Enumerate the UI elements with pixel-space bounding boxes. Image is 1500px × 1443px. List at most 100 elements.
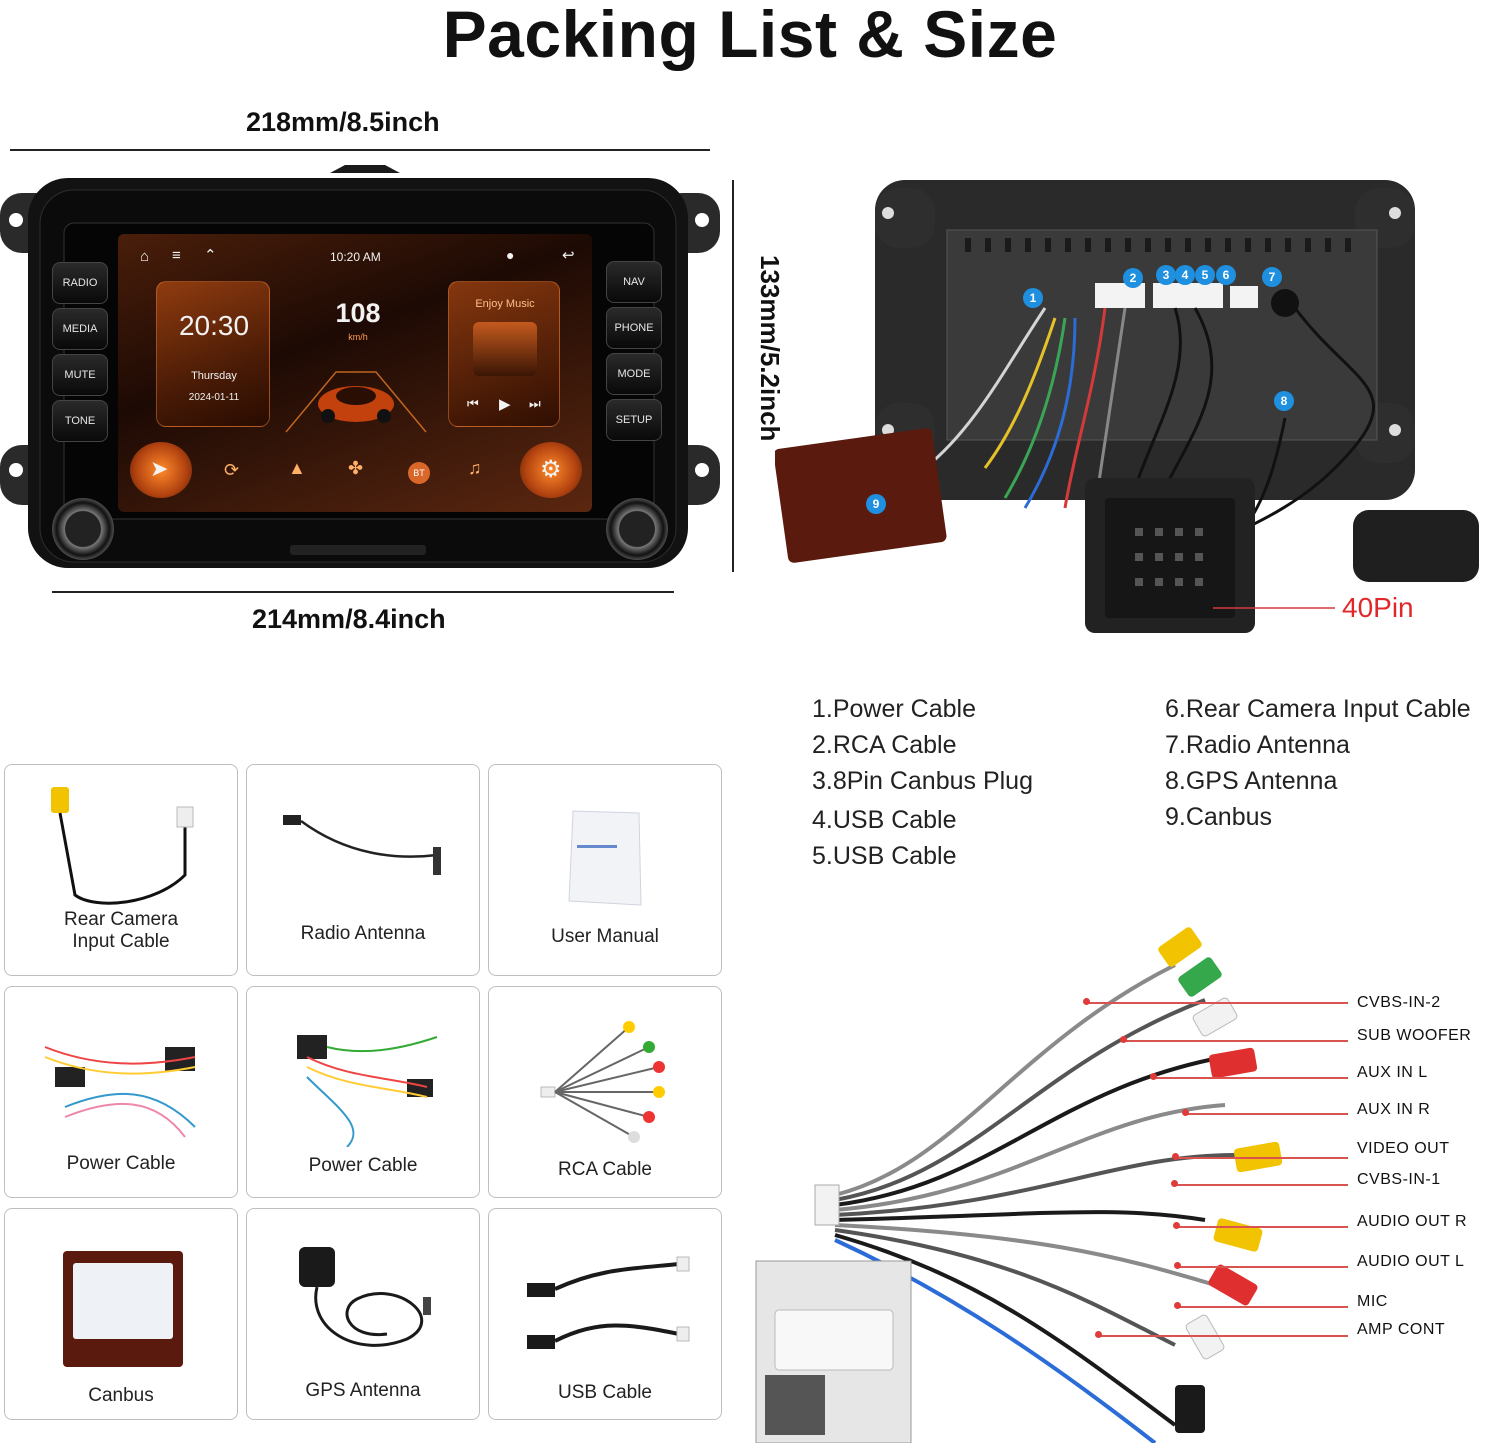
speed-value: 108 [335,298,381,328]
gps-antenna-image [299,1247,431,1347]
connector-40pin-label: 40Pin [1342,592,1414,623]
item-caption: Power Cable [66,1153,176,1174]
head-unit-front: RADIO MEDIA MUTE TONE NAV PHONE MODE SET… [0,165,720,570]
label-dot [1171,1180,1178,1187]
clock-card[interactable]: 20:30 Thursday 2024-01-11 [156,281,270,427]
menu-icon[interactable]: ≡ [172,247,181,264]
volume-knob[interactable] [52,498,114,560]
list-item: 2.RCA Cable [812,731,957,759]
label-line [1177,1306,1348,1308]
height-line [732,180,734,572]
settings-button[interactable]: ⚙ [520,442,582,498]
item-caption: RCA Cable [558,1159,652,1180]
gear-icon: ⚙ [540,456,562,483]
tune-knob[interactable] [606,498,668,560]
list-item: 1.Power Cable [812,695,976,723]
music-title: Enjoy Music [475,298,535,310]
music-card[interactable]: Enjoy Music ⏮ ▶ ⏭ [448,281,560,427]
list-item: 5.USB Cable [812,842,957,870]
location-icon: ● [506,247,515,263]
height-label: 133mm/5.2inch [755,255,785,442]
label-dot [1174,1262,1181,1269]
item-card-canbus: Canbus [4,1208,238,1420]
connector-marker-3: 3 [1156,265,1176,285]
rca-label-audio-out-l: AUDIO OUT L [1357,1253,1465,1270]
tone-button[interactable]: TONE [52,400,108,442]
item-card-rear-camera-cable: Rear Camera Input Cable [4,764,238,976]
item-card-usb-cable: USB Cable [488,1208,722,1420]
label-dot [1083,998,1090,1005]
back-icon[interactable]: ↩ [562,247,575,264]
rca-label-audio-out-r: AUDIO OUT R [1357,1213,1468,1230]
rca-label-cvbs-in-2: CVBS-IN-2 [1357,994,1441,1011]
item-card-power-cable-2: Power Cable [246,986,480,1198]
label-dot [1182,1109,1189,1116]
media-button[interactable]: MEDIA [52,308,108,350]
mute-button[interactable]: MUTE [52,354,108,396]
radio-button[interactable]: RADIO [52,262,108,304]
clock-date: 2024-01-11 [188,392,240,403]
item-caption: Canbus [88,1385,154,1406]
label-dot [1174,1302,1181,1309]
item-caption: USB Cable [558,1382,652,1403]
status-time: 10:20 AM [330,250,381,264]
list-item: 4.USB Cable [812,806,957,834]
head-unit-screen: ⌂ ≡ ⌃ 10:20 AM ● ↩ 20:30 Thursday 2024-0… [118,234,592,512]
navigation-button[interactable]: ➤ [130,442,192,498]
chevron-up-icon[interactable]: ⌃ [204,247,217,264]
list-item: 9.Canbus [1165,803,1273,831]
label-line [1177,1266,1348,1268]
clock-time: 20:30 [178,310,250,341]
connector-marker-5: 5 [1195,265,1215,285]
home-icon[interactable]: ⌂ [140,248,150,265]
label-dot [1173,1222,1180,1229]
label-dot [1095,1331,1102,1338]
bottom-width-line [52,591,674,593]
mode-button[interactable]: MODE [606,353,662,395]
rear-camera-cable-image [51,787,194,905]
label-dot [1120,1036,1127,1043]
rca-label-cvbs-in-1: CVBS-IN-1 [1357,1171,1441,1188]
canbus-image [63,1251,183,1367]
rca-label-mic: MIC [1357,1293,1388,1310]
play-icon[interactable]: ▶ [499,396,511,413]
setup-button[interactable]: SETUP [606,399,662,441]
rca-harness-image [755,927,1283,1443]
head-unit-back: 1 2 3 4 5 6 7 8 9 40Pin [775,168,1500,648]
next-icon[interactable]: ⏭ [529,396,541,411]
label-line [1174,1184,1348,1186]
label-dot [1172,1153,1179,1160]
label-dot [1150,1073,1157,1080]
radio-antenna-image [283,815,441,875]
item-caption: GPS Antenna [305,1380,421,1401]
item-caption: Input Cable [72,931,170,952]
list-item: 7.Radio Antenna [1165,731,1350,759]
label-line [1175,1157,1348,1159]
apps-icon[interactable]: ✤ [348,458,364,478]
car-icon[interactable]: ▲ [288,458,306,478]
bluetooth-button[interactable]: BT [408,462,430,484]
car-graphic [285,371,427,433]
connector-marker-1: 1 [1023,288,1043,308]
item-card-rca-cable: RCA Cable [488,986,722,1198]
rca-label-aux-in-r: AUX IN R [1357,1101,1431,1118]
list-item: 3.8Pin Canbus Plug [812,767,1033,795]
item-card-power-cable-1: Power Cable [4,986,238,1198]
music-note-icon[interactable]: ♫ [468,458,482,478]
speed-unit: km/h [348,332,368,342]
label-line [1185,1113,1348,1115]
user-manual-image [568,810,642,906]
phone-button[interactable]: PHONE [606,307,662,349]
rca-label-sub-woofer: SUB WOOFER [1357,1027,1472,1044]
nav-button[interactable]: NAV [606,261,662,303]
navigation-arrow-icon: ➤ [150,456,169,481]
connector-marker-6: 6 [1216,265,1236,285]
item-card-user-manual: User Manual [488,764,722,976]
label-line [1123,1040,1348,1042]
connector-marker-4: 4 [1175,265,1195,285]
item-caption: Power Cable [308,1155,418,1176]
item-card-radio-antenna: Radio Antenna [246,764,480,976]
previous-icon[interactable]: ⏮ [467,396,479,411]
refresh-icon[interactable]: ⟳ [224,460,240,480]
label-line [1098,1335,1348,1337]
